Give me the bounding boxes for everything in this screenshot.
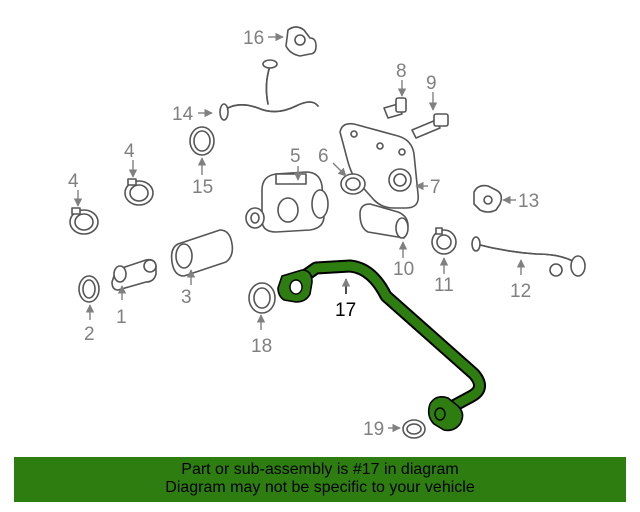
callout-19[interactable]: 19 [363,419,384,440]
part-14-hose[interactable] [219,59,319,121]
part-3-sleeve[interactable] [170,229,234,277]
callout-12[interactable]: 12 [510,281,531,302]
part-6-clamp[interactable] [340,173,366,195]
callout-4b[interactable]: 4 [124,141,135,162]
callout-7[interactable]: 7 [430,177,441,198]
part-13-connector[interactable] [473,184,503,213]
part-4-clamp-left[interactable] [69,207,99,235]
part-2-o-ring[interactable] [78,275,100,303]
part-11-clamp[interactable] [431,227,457,255]
part-4-clamp-right[interactable] [124,178,154,206]
callout-8[interactable]: 8 [396,61,407,82]
callout-10[interactable]: 10 [393,259,414,280]
callout-2[interactable]: 2 [84,324,95,345]
callout-3[interactable]: 3 [181,287,192,308]
parts-diagram: 16 14 15 8 9 7 [68,26,586,440]
part-1-fitting[interactable] [111,258,157,291]
callout-11[interactable]: 11 [434,275,454,296]
part-5-valve[interactable] [245,171,329,233]
callout-15[interactable]: 15 [192,177,213,198]
part-16-connector[interactable] [285,26,317,57]
part-12-pipe[interactable] [471,236,586,277]
callout-4a[interactable]: 4 [68,171,79,192]
callout-9[interactable]: 9 [426,73,437,94]
part-15-seal[interactable] [189,126,215,156]
part-7-bracket[interactable] [339,122,420,209]
callout-5[interactable]: 5 [290,146,301,167]
part-17-pipe-highlighted[interactable] [277,259,486,432]
callout-13[interactable]: 13 [518,191,539,212]
part-10-sleeve[interactable] [359,203,409,239]
banner-line-1: Part or sub-assembly is #17 in diagram [181,461,459,478]
callout-14[interactable]: 14 [172,104,194,125]
callout-16[interactable]: 16 [243,28,264,49]
banner-line-2: Diagram may not be specific to your vehi… [165,479,475,496]
part-9-stud[interactable] [411,113,449,139]
callout-18[interactable]: 18 [251,336,272,357]
part-8-bolt[interactable] [383,97,407,119]
callout-17[interactable]: 17 [335,300,356,321]
callout-6[interactable]: 6 [318,146,329,167]
leader-6 [332,162,347,177]
part-19-o-ring[interactable] [402,419,426,439]
notice-banner: Part or sub-assembly is #17 in diagram D… [14,457,626,502]
part-18-seal[interactable] [248,282,276,314]
callout-1[interactable]: 1 [116,307,127,328]
